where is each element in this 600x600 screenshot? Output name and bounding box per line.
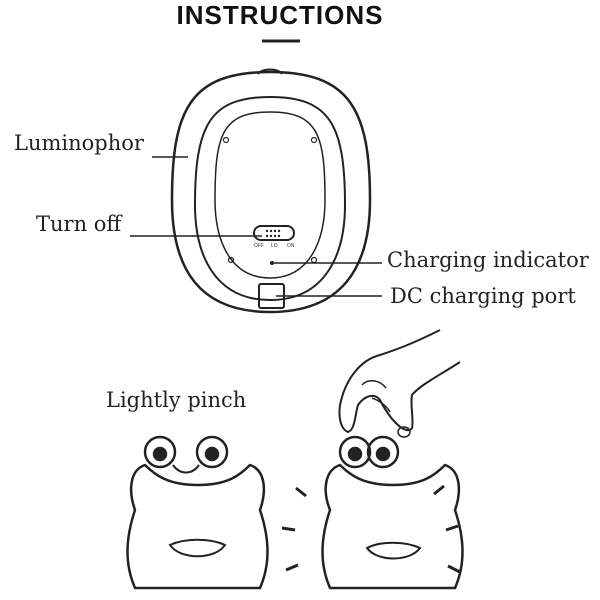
label-lightly-pinch: Lightly pinch (106, 388, 247, 412)
lamp-left (126, 435, 269, 590)
switch-label-off: OFF (254, 243, 264, 249)
label-dc-charging-port: DC charging port (390, 284, 576, 308)
lamp-right (281, 435, 464, 590)
switch-label-on: ON (287, 243, 295, 249)
hand-illustration (338, 329, 461, 438)
label-charging-indicator: Charging indicator (387, 248, 589, 272)
label-turn-off: Turn off (36, 212, 122, 236)
page-title: INSTRUCTIONS (176, 0, 384, 30)
label-luminophor: Luminophor (14, 131, 144, 155)
switch-label-lo: LO (271, 243, 278, 249)
lamp-bottom-view (130, 68, 382, 314)
power-switch[interactable] (253, 225, 295, 241)
